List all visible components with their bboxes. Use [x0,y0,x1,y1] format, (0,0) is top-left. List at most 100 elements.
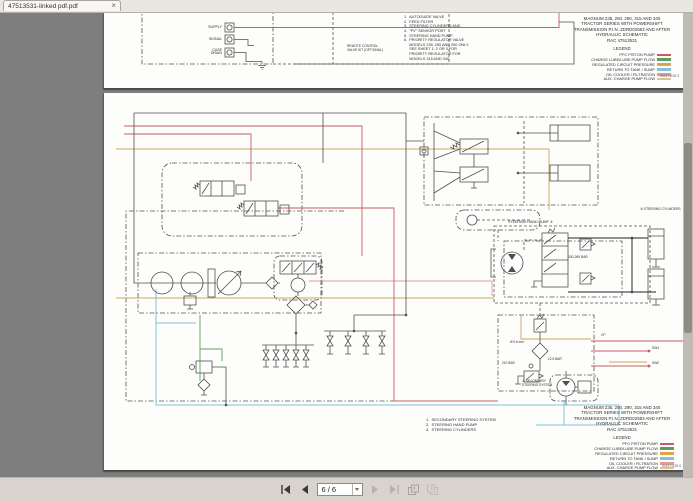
pdf-viewer-canvas: SUPPLY SIGNAL CASE DRAIN REMOTE CONTROL … [0,13,693,477]
legend-color-swatch [657,58,671,62]
legend-color-swatch [657,63,671,66]
note-line: 3. STEERING CYLINDERS AND [404,24,461,29]
next-page-button[interactable] [369,483,382,496]
title-line: TRACTOR SERIES WITH POWERSHIFT [581,410,663,416]
label-orifice: Ø 0.6 mm [510,340,524,344]
label-12-5-bar: 12.5 BAR [548,357,562,361]
legend-title: LEGEND [613,46,631,52]
legend-row: OIL COOLER / FILTRATION [559,72,671,77]
port-label-supply: SUPPLY [208,24,222,29]
page-dropdown-caret[interactable] [351,484,362,495]
title-line: RAC 47513531 [606,37,638,43]
legend-row: AUX. CHARGE PUMP FLOW [556,465,674,470]
previous-page-icon [301,485,308,494]
tab-close-icon[interactable]: × [111,1,116,10]
pdf-tab[interactable]: 47513531-linked pdf.pdf × [3,0,121,11]
first-page-icon [280,485,290,494]
title-line: MAGNUM 235, 250, 290, 315 AND 340 [583,16,661,21]
note-line: 5. STEERING HAND PUMP [404,33,453,38]
note-line: 2. STEERING HAND PUMP [426,421,478,427]
legend-row: REGULATED CIRCUIT PRESSURE [559,62,671,67]
legend-row: RETURN TO TANK / SUMP [556,456,674,461]
legend-row: PFC PISTON PUMP [559,52,671,57]
page6-schematic [116,112,684,426]
pdf-toolbar: 6 / 6 [0,477,693,501]
page6-doc-number: 84447113B 6 [662,464,681,468]
note-line: 2. FEED FILTER [404,19,434,24]
rotate-counterclockwise-button[interactable] [407,483,420,496]
legend-color-swatch [660,466,674,470]
title-line: TRACTOR SERIES WITH POWERSHIFT [581,21,663,27]
legend-row: PFC PISTON PUMP [556,441,674,446]
next-page-icon [371,485,378,494]
last-page-icon [389,485,399,494]
legend-color-swatch [660,442,674,446]
label-secondary-steering: ① SECONDARY STEERING SYSTEM [522,379,553,387]
page-indicator: 6 / 6 [321,485,337,494]
first-page-button[interactable] [279,483,292,496]
label-200-260-bar: 200-260 BAR [568,255,588,259]
legend-row: OIL COOLER / FILTRATION [556,461,674,466]
note-line: SEE SHEET 1, 2 OR 3 FOR [404,47,457,52]
legend-color-swatch [657,67,671,71]
title-line: TRANSMISSION P.I.N. ZDRD02583 AND AFTER [573,415,671,421]
legend-row: CHARGE LUBE/LUBE PUMP FLOW [556,446,674,451]
label-210-bar: 210 BAR [502,361,515,365]
legend-color-swatch [660,456,674,460]
flow-lines [116,125,684,426]
label-sw1: SW1 [652,345,660,350]
page5-doc-number: 84447113B 5 [660,74,679,78]
rotate-clockwise-button[interactable] [426,483,439,496]
tab-strip: 47513531-linked pdf.pdf × [0,0,693,13]
label-sw2: SW2 [652,360,660,365]
title-line: TRANSMISSION P.I.N. ZDRD02583 AND AFTER [573,26,671,32]
legend-color-swatch [657,72,671,76]
page-number-input[interactable]: 6 / 6 [316,483,363,496]
pdf-page-6: STEERING HAND PUMP ② ③ STEERING CYLINDER… [103,93,684,470]
note-line: 6. PRIORITY REGULATOR VALVE [404,38,465,43]
note-line: 1. SECONDARY STEERING SYSTEM [426,417,496,422]
tab-title: 47513531-linked pdf.pdf [8,2,78,10]
port-symbols [224,22,235,58]
rotate-counterclockwise-icon [407,484,419,495]
label-steering-hand-pump: STEERING HAND PUMP ② [508,220,554,224]
remote-valve-kit-label: REMOTE CONTROL VALVE KIT (OPTIONAL) [347,44,383,52]
legend-row: AUX. CHARGE PUMP FLOW [559,76,671,81]
legend-color-swatch [660,447,674,451]
pdf-page-5: SUPPLY SIGNAL CASE DRAIN REMOTE CONTROL … [103,13,684,88]
legend-title: LEGEND [613,435,631,441]
legend-row: REGULATED CIRCUIT PRESSURE [556,451,674,456]
note-line: 1. AUTOGUIDE VALVE [404,15,445,19]
note-line: 3. STEERING CYLINDERS [426,426,477,432]
enclosure-boxes [125,116,651,402]
note-line: PRIORITY REGULATOR FOR [404,52,461,56]
title-line: HYDRAULIC SCHEMATIC [595,32,649,38]
rotate-clockwise-icon [426,484,438,495]
port-label-signal: SIGNAL [208,36,222,41]
title-line: HYDRAULIC SCHEMATIC [595,421,649,427]
legend-color-swatch [660,461,674,465]
previous-page-button[interactable] [298,483,311,496]
title-line: RAC 47513531 [606,426,638,432]
scrollbar-thumb[interactable] [684,143,692,333]
note-line: MODELS 235, 250 AND 290 ONLY. [404,42,470,47]
legend-row: RETURN TO TANK / SUMP [559,67,671,72]
title-line: MAGNUM 235, 250, 290, 315 AND 340 [583,405,661,410]
label-cp: CP [601,333,606,337]
legend-color-swatch [657,53,671,57]
dark-lines [133,112,665,407]
port-label-case-drain: CASE DRAIN [210,47,222,56]
note-line: MODELS 315 AND 340 [404,56,449,61]
legend-row: CHARGE LUBE/LUBE PUMP FLOW [559,57,671,62]
last-page-button[interactable] [388,483,401,496]
vertical-scrollbar[interactable] [683,13,693,477]
page5-schematic [141,13,575,70]
note-line: 4. "PV" SENSOR PORT [404,28,446,33]
